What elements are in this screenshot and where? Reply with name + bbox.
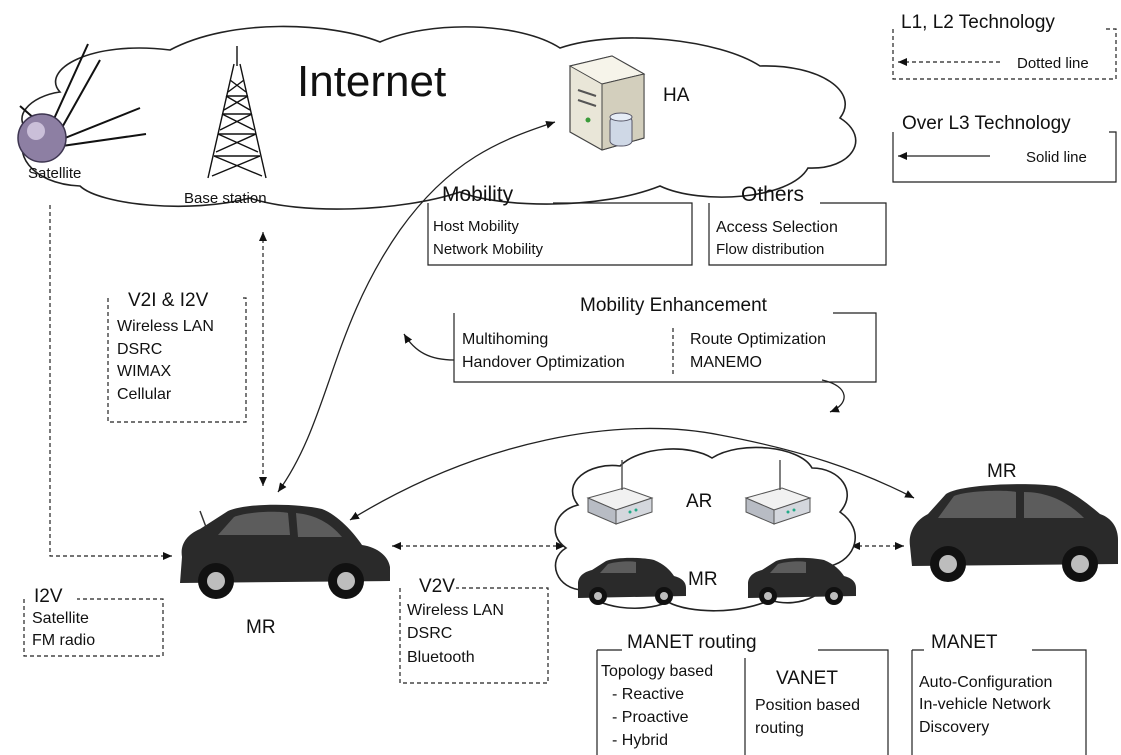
others-title: Others (741, 183, 804, 206)
link-satellite-car (49, 205, 172, 560)
v2v-item: Bluetooth (407, 649, 475, 666)
mobility-item: Host Mobility (433, 218, 519, 235)
link-enhancement-right (821, 379, 845, 413)
v2i-item: WIMAX (117, 363, 172, 380)
vanet-title: VANET (776, 668, 838, 689)
others-box (708, 202, 887, 266)
vanet-item: Position based (755, 697, 860, 714)
manet-routing-title: MANET routing (627, 632, 757, 653)
enhancement-title: Mobility Enhancement (580, 295, 768, 316)
i2v-box (23, 598, 164, 657)
mr-main-label: MR (246, 617, 276, 638)
link-enhancement-left (403, 333, 455, 361)
satellite-label: Satellite (28, 165, 81, 182)
i2v-item: Satellite (32, 610, 89, 627)
manet-routing-item: - Hybrid (612, 732, 668, 749)
legend-l3-desc: Solid line (1026, 149, 1087, 166)
mobility-item: Network Mobility (433, 241, 544, 258)
mr-right-label: MR (987, 461, 1017, 482)
v2i-item: Cellular (117, 386, 172, 403)
legend-l3 (892, 131, 1117, 183)
enhancement-item: Multihoming (462, 331, 548, 348)
car-icon (748, 557, 856, 605)
manet-item: In-vehicle Network (919, 696, 1052, 713)
link-car-rightcar (349, 427, 915, 521)
cluster-ar-label: AR (686, 491, 712, 512)
manet-routing-box (596, 649, 889, 755)
manet-routing-item: - Reactive (612, 686, 684, 703)
server-icon (568, 55, 646, 151)
v2i-box (107, 297, 247, 423)
manet-box (911, 649, 1087, 755)
manet-item: Discovery (919, 719, 989, 736)
enhancement-item: MANEMO (690, 354, 762, 371)
v2v-item: DSRC (407, 625, 452, 642)
internet-label: Internet (297, 57, 446, 106)
legend-l1l2 (892, 28, 1117, 80)
link-ha-car (277, 120, 556, 493)
enhancement-item: Route Optimization (690, 331, 826, 348)
others-item: Flow distribution (716, 241, 824, 258)
i2v-title: I2V (34, 586, 63, 607)
vanet-item: routing (755, 720, 804, 737)
v2v-box (399, 587, 549, 684)
legend-l1l2-desc: Dotted line (1017, 55, 1089, 72)
manet-item: Auto-Configuration (919, 674, 1052, 691)
cluster-mr-label: MR (688, 569, 718, 590)
car-icon (578, 557, 686, 605)
car-icon (909, 484, 1118, 582)
v2i-item: DSRC (117, 341, 162, 358)
v2v-item: Wireless LAN (407, 602, 504, 619)
legend-l1l2-title: L1, L2 Technology (901, 12, 1055, 33)
car-icon (180, 504, 390, 599)
others-item: Access Selection (716, 219, 838, 236)
internet-cloud (21, 25, 857, 210)
mobility-title: Mobility (442, 183, 514, 206)
enhancement-item: Handover Optimization (462, 354, 625, 371)
tower-icon (207, 46, 267, 179)
v2i-title: V2I & I2V (128, 290, 209, 311)
v2v-title: V2V (419, 576, 455, 597)
manet-title: MANET (931, 632, 998, 653)
base-station-label: Base station (184, 190, 267, 207)
satellite-icon (17, 43, 147, 163)
v2i-item: Wireless LAN (117, 318, 214, 335)
i2v-item: FM radio (32, 632, 95, 649)
router-icon (744, 460, 812, 525)
ha-label: HA (663, 85, 690, 106)
manet-routing-item: - Proactive (612, 709, 689, 726)
router-icon (586, 460, 654, 525)
manet-routing-item: Topology based (601, 663, 713, 680)
legend-l3-title: Over L3 Technology (902, 113, 1071, 134)
